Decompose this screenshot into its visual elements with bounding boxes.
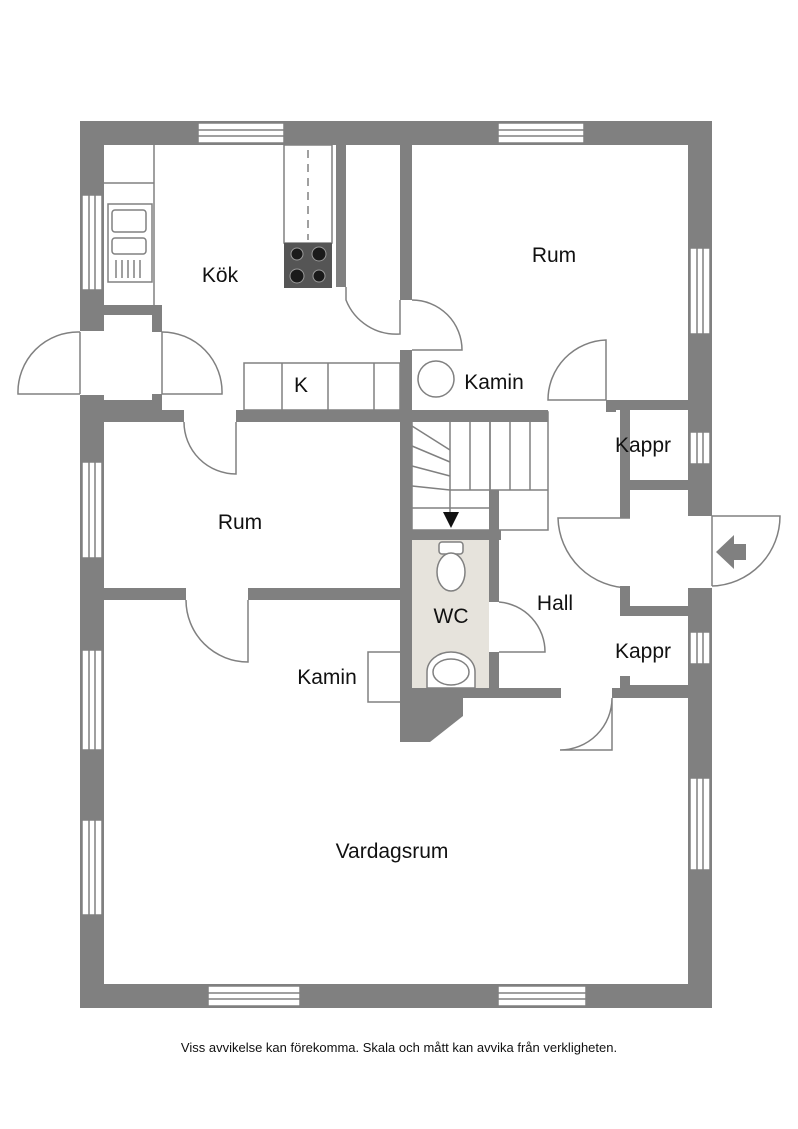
room-label-vardagsrum: Vardagsrum	[336, 840, 449, 863]
room-label-k: K	[294, 374, 308, 397]
room-label-wc: WC	[434, 605, 469, 628]
room-label-kok: Kök	[202, 264, 239, 287]
room-label-kappr-bottom: Kappr	[615, 640, 671, 663]
room-label-rum-top: Rum	[532, 244, 576, 267]
door-swings	[17, 287, 781, 751]
room-label-kamin-bottom: Kamin	[297, 666, 357, 689]
stair-arrow-icon	[443, 512, 459, 528]
room-label-kamin-top: Kamin	[464, 371, 524, 394]
stove	[284, 243, 332, 288]
wc-fixtures	[426, 541, 476, 689]
staircase	[411, 411, 549, 531]
room-label-kappr-top: Kappr	[615, 434, 671, 457]
interior-walls	[80, 145, 688, 742]
disclaimer-text: Viss avvikelse kan förekomma. Skala och …	[180, 1040, 618, 1055]
kitchen-fixtures	[104, 144, 455, 703]
exterior-walls	[80, 121, 712, 1008]
room-label-hall: Hall	[537, 592, 573, 615]
room-label-rum-left: Rum	[218, 511, 262, 534]
windows	[81, 122, 711, 1007]
entry-arrow-icon	[716, 535, 746, 569]
